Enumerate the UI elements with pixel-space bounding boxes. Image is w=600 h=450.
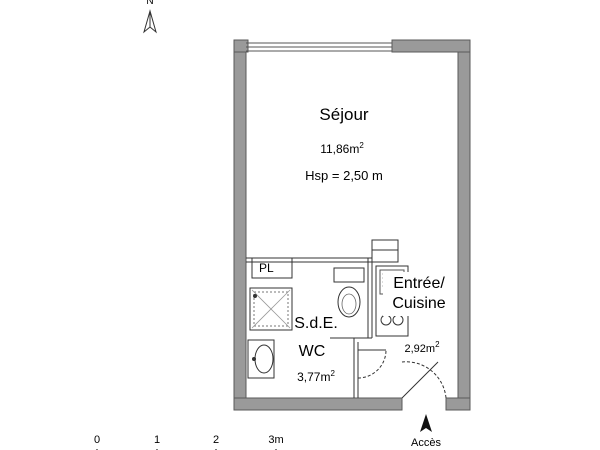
access: Accès: [411, 414, 441, 449]
sejour-area: 11,86m2: [320, 141, 364, 156]
shower: [249, 287, 293, 331]
compass: N: [143, 0, 157, 34]
washbasin: [247, 339, 275, 379]
sejour-name: Séjour: [319, 105, 368, 124]
sejour-height: Hsp = 2,50 m: [305, 168, 383, 183]
access-arrow-icon: [420, 414, 432, 432]
entrance-door: [401, 361, 447, 399]
walls: [233, 39, 471, 411]
scale-bar: 0 1 2 3m: [94, 434, 284, 450]
entree-name-line2: Cuisine: [392, 295, 445, 312]
sde-area: 3,77m2: [297, 369, 335, 384]
north-arrow-icon: [143, 9, 157, 34]
sde-name-line1: S.d.E.: [294, 315, 338, 332]
entree-name-line1: Entrée/: [393, 275, 445, 292]
room-entree-cuisine: Entrée/ Cuisine 2,92m2: [383, 272, 455, 355]
sde-name-line2: WC: [299, 343, 326, 360]
window: [246, 42, 392, 52]
placard-label: PL: [259, 261, 274, 275]
room-sejour: Séjour 11,86m2 Hsp = 2,50 m: [305, 105, 383, 183]
entree-area: 2,92m2: [404, 340, 440, 355]
access-label: Accès: [411, 437, 441, 449]
bathroom-door: [357, 349, 387, 379]
scale-tick-0: 0: [94, 434, 100, 446]
compass-label: N: [146, 0, 153, 7]
toilet: [333, 267, 365, 318]
scale-tick-3: 3m: [268, 434, 283, 446]
partitions: [246, 239, 399, 398]
scale-tick-2: 2: [213, 434, 219, 446]
room-sde: S.d.E. WC 3,77m2: [294, 315, 338, 384]
scale-tick-1: 1: [154, 434, 160, 446]
